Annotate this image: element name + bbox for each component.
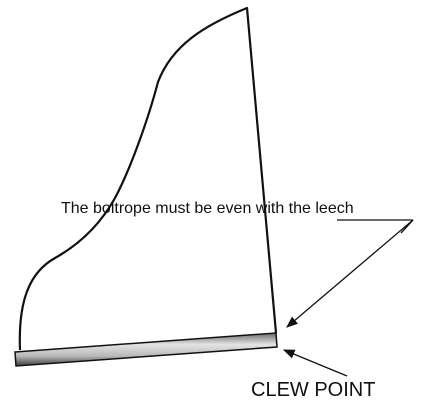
clew-point-label: CLEW POINT [251, 379, 375, 401]
sail-outline [18, 6, 278, 351]
boltrope-annotation: The boltrope must be even with the leech [61, 200, 354, 217]
arrow-to-leech [286, 219, 414, 328]
arrow-from-underline [400, 219, 414, 234]
boltrope [14, 332, 278, 367]
arrow-to-clew [282, 349, 348, 377]
